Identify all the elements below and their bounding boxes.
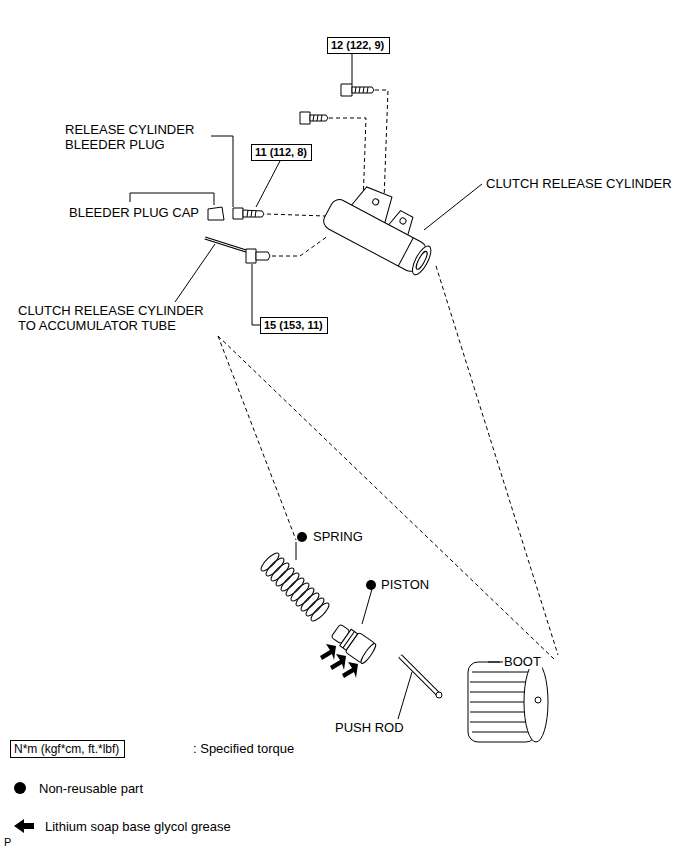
part-label: RELEASE CYLINDER BLEEDER PLUG	[64, 122, 211, 152]
legend-text: Lithium soap base glycol grease	[44, 819, 232, 834]
torque-box: 12 (122, 9)	[327, 37, 390, 54]
torque-box: 11 (112, 8)	[251, 144, 312, 161]
torque-value: 12 (122, 9)	[331, 39, 384, 51]
part-label: BOOT	[503, 654, 542, 669]
torque-box: 15 (153, 11)	[260, 317, 328, 334]
torque-value: N*m (kgf*cm, ft.*lbf)	[14, 742, 119, 756]
legend-text: : Specified torque	[192, 741, 295, 756]
legend-text: Non-reusable part	[38, 781, 144, 796]
torque-value: 15 (153, 11)	[264, 319, 323, 331]
part-label: PISTON	[380, 577, 430, 592]
part-label: SPRING	[312, 529, 364, 544]
part-label: CLUTCH RELEASE CYLINDER	[485, 176, 673, 191]
legend-torque-box: N*m (kgf*cm, ft.*lbf)	[10, 740, 125, 758]
part-label: PUSH ROD	[334, 720, 405, 735]
figure-code: P	[3, 836, 12, 849]
torque-value: 11 (112, 8)	[255, 146, 307, 158]
part-label: BLEEDER PLUG CAP	[68, 205, 200, 220]
part-label: CLUTCH RELEASE CYLINDER TO ACCUMULATOR T…	[17, 303, 214, 333]
